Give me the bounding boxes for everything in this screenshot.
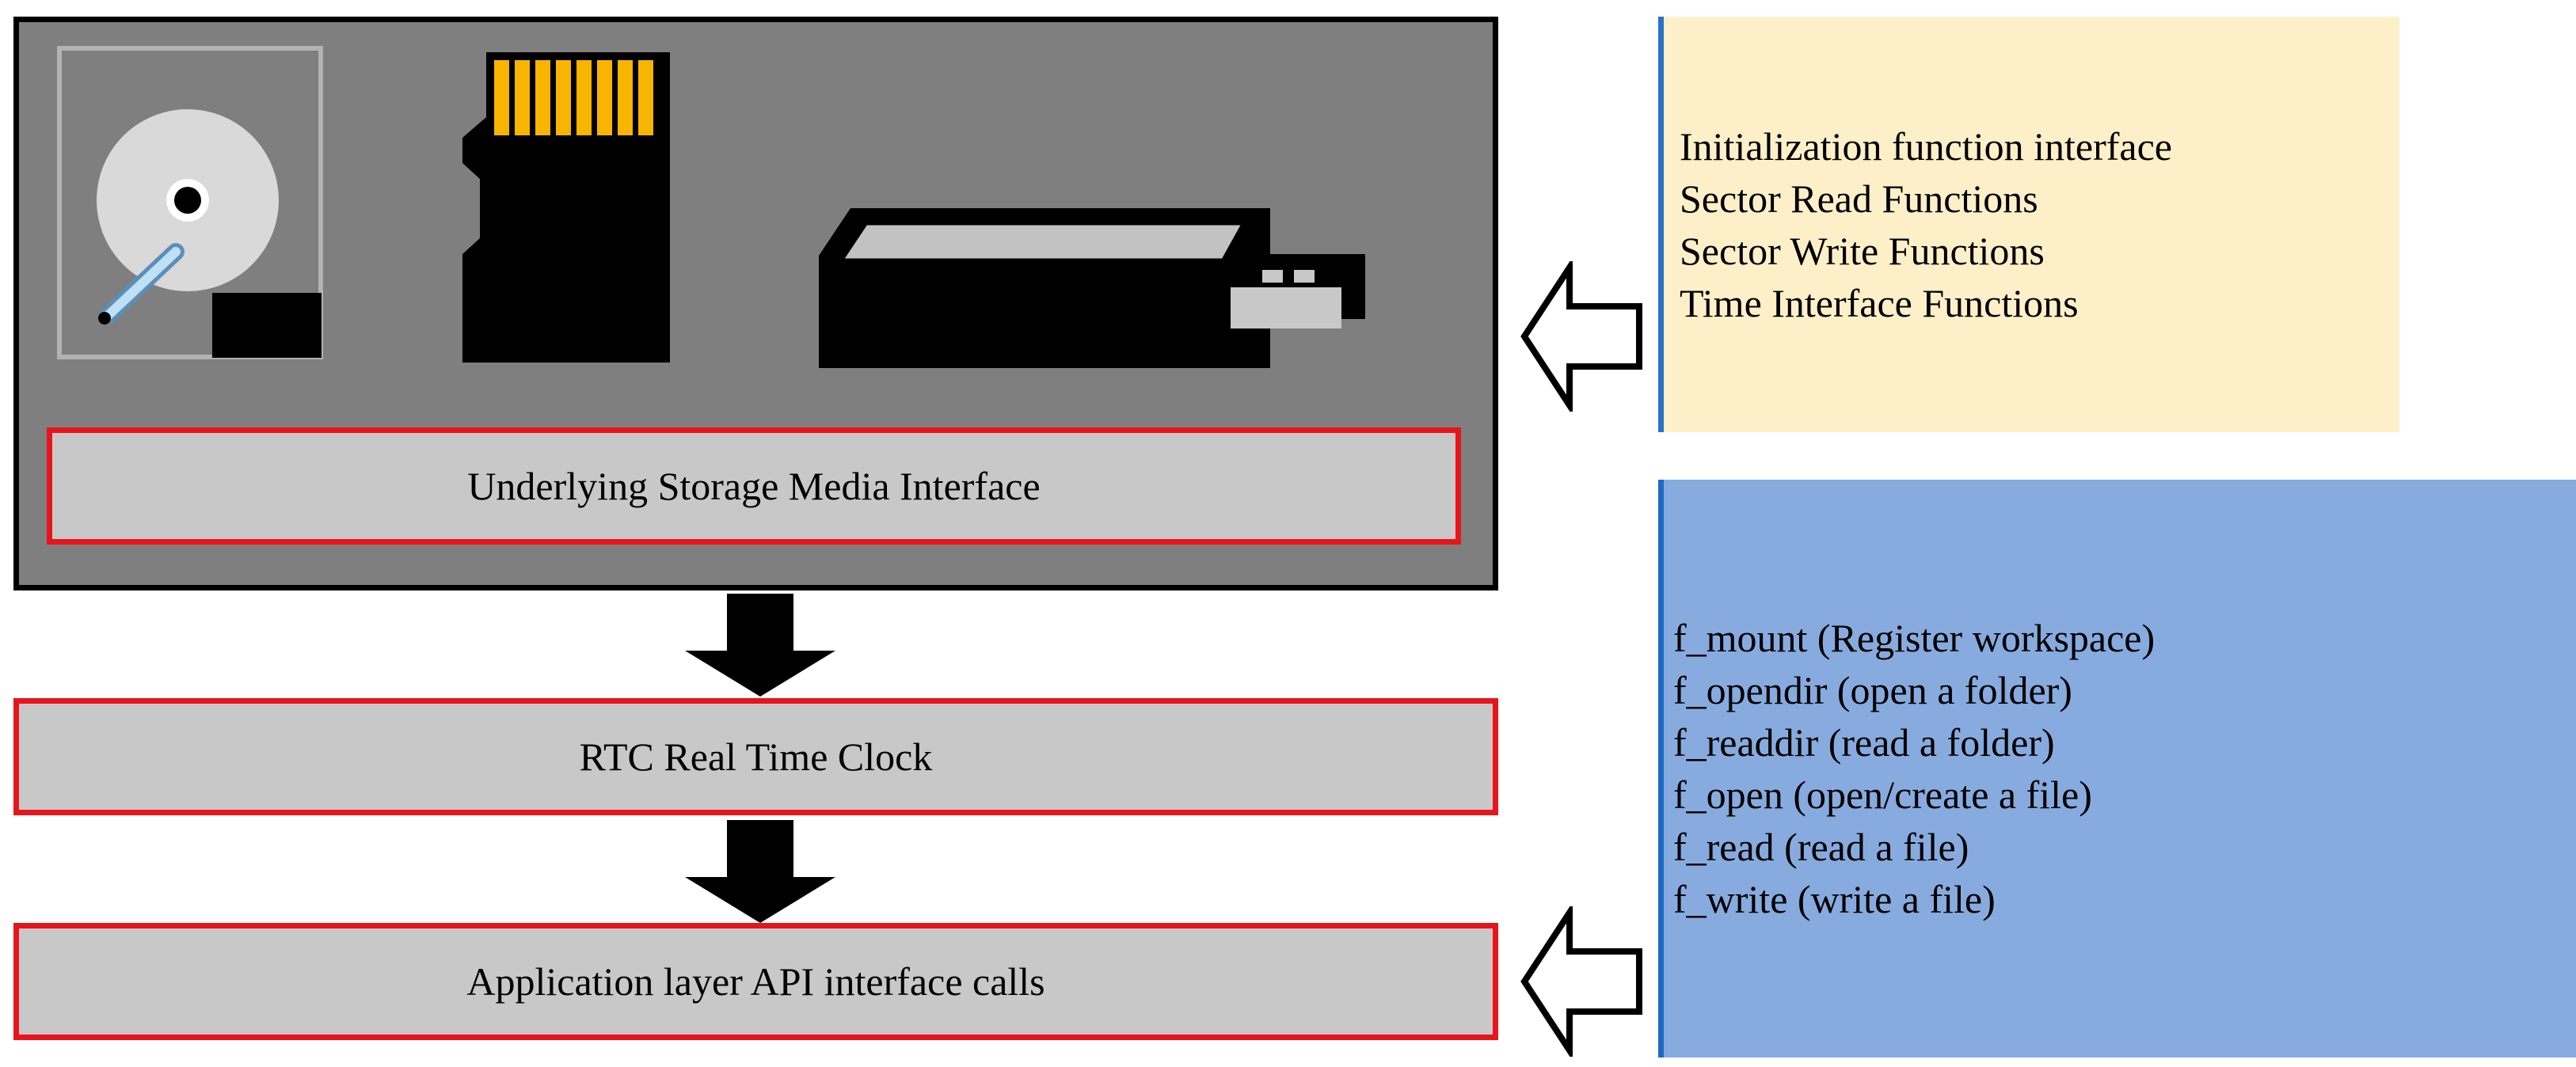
api-function-item: f_read (read a file) <box>1673 825 1969 869</box>
usb-flash-drive-icon <box>819 200 1389 374</box>
application-api-box: Application layer API interface calls <box>13 923 1498 1040</box>
api-function-item: f_opendir (open a folder) <box>1673 668 2072 712</box>
micro-sd-card-icon <box>462 52 676 369</box>
rtc-label: RTC Real Time Clock <box>579 735 933 779</box>
driver-function-item: Sector Read Functions <box>1680 176 2038 221</box>
down-arrow-icon <box>685 594 835 697</box>
rtc-box: RTC Real Time Clock <box>13 698 1498 815</box>
storage-interface-box: Underlying Storage Media Interface <box>47 427 1461 545</box>
driver-function-item: Time Interface Functions <box>1680 280 2079 325</box>
driver-function-item: Initialization function interface <box>1680 123 2172 169</box>
left-arrow-icon <box>1520 261 1647 412</box>
api-function-item: f_open (open/create a file) <box>1673 773 2092 817</box>
driver-functions-panel: Initialization function interface Sector… <box>1658 17 2399 432</box>
left-arrow-icon <box>1520 906 1647 1057</box>
driver-function-item: Sector Write Functions <box>1680 228 2045 273</box>
down-arrow-icon <box>685 820 835 923</box>
api-function-item: f_mount (Register workspace) <box>1673 616 2156 660</box>
api-function-item: f_write (write a file) <box>1673 877 1996 921</box>
storage-interface-label: Underlying Storage Media Interface <box>467 464 1041 508</box>
hard-disk-icon <box>57 46 326 363</box>
api-function-item: f_readdir (read a folder) <box>1673 720 2055 765</box>
api-functions-panel: f_mount (Register workspace) f_opendir (… <box>1658 480 2576 1058</box>
application-api-label: Application layer API interface calls <box>466 959 1045 1004</box>
